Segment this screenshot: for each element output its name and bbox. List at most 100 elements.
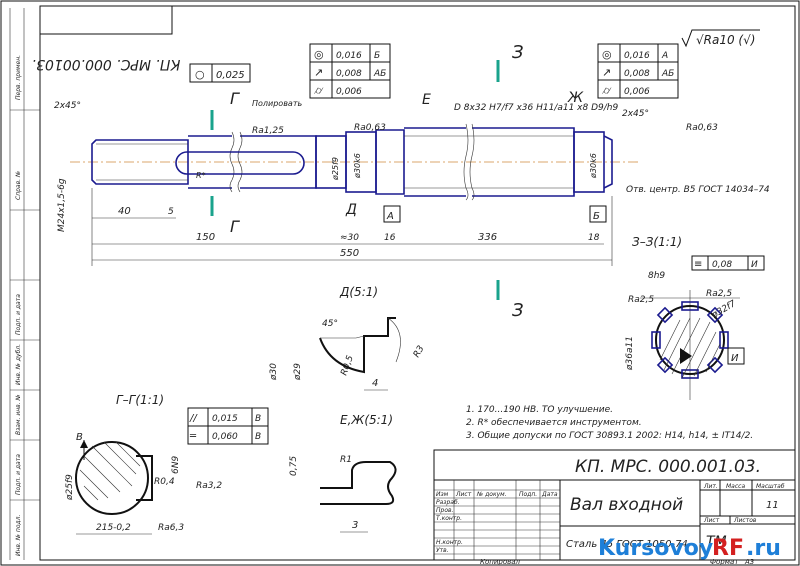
section-g-title: Г–Г(1:1) bbox=[116, 393, 164, 407]
tf-g-sym-0: // bbox=[189, 413, 198, 424]
dd-r3: R3 bbox=[412, 344, 427, 360]
r-star: R* bbox=[196, 171, 206, 180]
detail-ezh-title: Е,Ж(5:1) bbox=[340, 413, 393, 427]
dd-dim4: 4 bbox=[372, 378, 378, 389]
drawing-frame bbox=[39, 5, 796, 561]
d-30k6-a: ø30k6 bbox=[353, 153, 362, 179]
marker-zh: Ж bbox=[567, 90, 584, 106]
tf-c-base-1: АБ bbox=[373, 69, 386, 79]
detail-d: Д(5:1) 45° ø30 ø29 R0,5 R3 4 bbox=[269, 285, 427, 391]
tb-sheet-0: Лист bbox=[703, 517, 720, 524]
tf-g-val-1: 0,060 bbox=[212, 432, 238, 442]
technical-notes: 1. 170...190 НВ. ТО улучшение. 2. R* обе… bbox=[466, 405, 753, 441]
sg-h: 6N9 bbox=[171, 456, 181, 474]
stamp-0: Перв. примен. bbox=[15, 55, 22, 100]
copied-label: Копировал bbox=[480, 558, 521, 566]
general-roughness: √Ra10 (√) bbox=[681, 29, 760, 48]
tb-role-2: Т.контр. bbox=[436, 515, 462, 522]
tf-left-val: 0,025 bbox=[216, 70, 245, 81]
side-stamps: Перв. примен. Справ. № Подп. и дата Инв.… bbox=[9, 8, 40, 560]
marker-e: Е bbox=[422, 92, 431, 108]
chamfer-left: 2х45° bbox=[54, 101, 81, 111]
bearing-journal-right bbox=[573, 131, 605, 193]
d-30k6-b: ø30k6 bbox=[589, 153, 598, 179]
polish-label: Полировать bbox=[252, 99, 302, 108]
dim-40: 40 bbox=[118, 206, 131, 217]
stamp-3: Инв. № дубл. bbox=[15, 344, 22, 385]
section-g-g: Г–Г(1:1) В // 0,015 В ═ 0,060 В ø25f9 R0… bbox=[65, 393, 269, 535]
tolerance-frame-center: ◎ 0,016 Б ↗ 0,008 АБ ⌭ 0,006 bbox=[309, 43, 391, 99]
rotated-designation-stamp: КП. МРС. 000.00103. bbox=[32, 5, 180, 72]
datum-a: А bbox=[386, 211, 394, 222]
tb-row-2: № докум. bbox=[476, 491, 507, 498]
tb-role-1: Пров. bbox=[436, 507, 454, 514]
dez-h: 0,75 bbox=[289, 456, 299, 476]
designation: КП. МРС. 000.001.03. bbox=[575, 457, 761, 477]
dim-150: 150 bbox=[196, 232, 215, 243]
tf-3-val: 0,08 bbox=[712, 260, 732, 270]
note-1: 1. 170...190 НВ. ТО улучшение. bbox=[466, 405, 613, 415]
tb-row-0: Изм bbox=[436, 491, 449, 498]
tf-3-sym: ≡ bbox=[694, 259, 702, 270]
datum-b: Б bbox=[593, 211, 600, 222]
tf-g-base-1: В bbox=[255, 432, 261, 442]
dez-r: R1 bbox=[340, 455, 352, 465]
stamp-4: Взам. инв. № bbox=[15, 394, 22, 435]
tf-c-sym-2: ⌭ bbox=[314, 84, 324, 97]
tf-c-val-0: 0,016 bbox=[336, 51, 362, 61]
roughness-general: √Ra10 (√) bbox=[696, 33, 755, 47]
section-3-3: З–З(1:1) ≡ 0,08 И 8h9 Ra2,5 Ra2,5 ø32f7 … bbox=[625, 235, 765, 400]
detail-d-title: Д(5:1) bbox=[339, 285, 378, 299]
tf-g-sym-1: ═ bbox=[189, 431, 197, 442]
tf-c-base-0: Б bbox=[374, 51, 380, 61]
main-dimensions: 550 150 40 5 ≈30 16 336 18 М24х1,5-6g 2х… bbox=[54, 99, 770, 266]
tb-row-3: Подп. bbox=[519, 491, 537, 498]
dez-w: 3 bbox=[352, 520, 358, 531]
dim-336: 336 bbox=[478, 232, 497, 243]
marker-g-bottom: Г bbox=[230, 217, 240, 236]
tb-role-5: Утв. bbox=[436, 547, 449, 554]
tf-r-base-1: АБ bbox=[661, 69, 674, 79]
tb-role-4: Н.контр. bbox=[436, 539, 463, 546]
scale: 11 bbox=[766, 500, 779, 511]
stamp-2: Подп. и дата bbox=[15, 294, 22, 335]
marker-d: Д bbox=[345, 202, 357, 218]
chamfer-right: 2х45° bbox=[622, 109, 649, 119]
tf-r-val-0: 0,016 bbox=[624, 51, 650, 61]
sg-w: 215-0,2 bbox=[96, 523, 131, 533]
material: Сталь 45 ГОСТ 1050-74 bbox=[566, 539, 688, 550]
datum-v: В bbox=[76, 432, 83, 443]
s3-ra25-a: Ra2,5 bbox=[628, 295, 654, 305]
tf-r-base-0: А bbox=[661, 51, 668, 61]
tb-sheet-1: Листов bbox=[733, 517, 757, 524]
marker-3-bottom: З bbox=[512, 300, 524, 321]
tf-r-sym-0: ◎ bbox=[602, 48, 612, 61]
watermark: Kursovoy RF .ru bbox=[598, 536, 781, 561]
tf-left-sym: ○ bbox=[195, 68, 205, 81]
thread-label: М24х1,5-6g bbox=[57, 178, 67, 232]
s3-ra25-b: Ra2,5 bbox=[706, 289, 732, 299]
dim-18: 18 bbox=[588, 233, 600, 243]
part-name: Вал входной bbox=[570, 495, 683, 515]
d-25f9: ø25f9 bbox=[331, 157, 340, 181]
s3-d36: ø36a11 bbox=[625, 336, 635, 371]
marker-3-top: З bbox=[512, 42, 524, 63]
center-holes: Отв. центр. В5 ГОСТ 14034–74 bbox=[626, 185, 770, 195]
note-2: 2. R* обеспечивается инструментом. bbox=[466, 418, 642, 428]
stamp-6: Инв. № подл. bbox=[15, 515, 22, 556]
dim-30: ≈30 bbox=[340, 233, 359, 243]
tb-row-4: Дата bbox=[541, 491, 558, 498]
tf-c-sym-1: ↗ bbox=[314, 66, 323, 79]
s3-width: 8h9 bbox=[648, 271, 665, 281]
tf-r-val-2: 0,006 bbox=[624, 87, 650, 97]
tb-role-0: Разраб. bbox=[436, 499, 460, 506]
sg-r: R0,4 bbox=[154, 477, 175, 487]
dd-a45: 45° bbox=[322, 319, 338, 329]
section-3-title: З–З(1:1) bbox=[632, 235, 682, 249]
s3-d32: ø32f7 bbox=[710, 299, 738, 321]
ra-063-b: Ra0,63 bbox=[686, 123, 718, 133]
tf-c-sym-0: ◎ bbox=[314, 48, 324, 61]
tb-head-0: Лит. bbox=[703, 483, 718, 490]
dd-r05: R0,5 bbox=[339, 354, 356, 377]
